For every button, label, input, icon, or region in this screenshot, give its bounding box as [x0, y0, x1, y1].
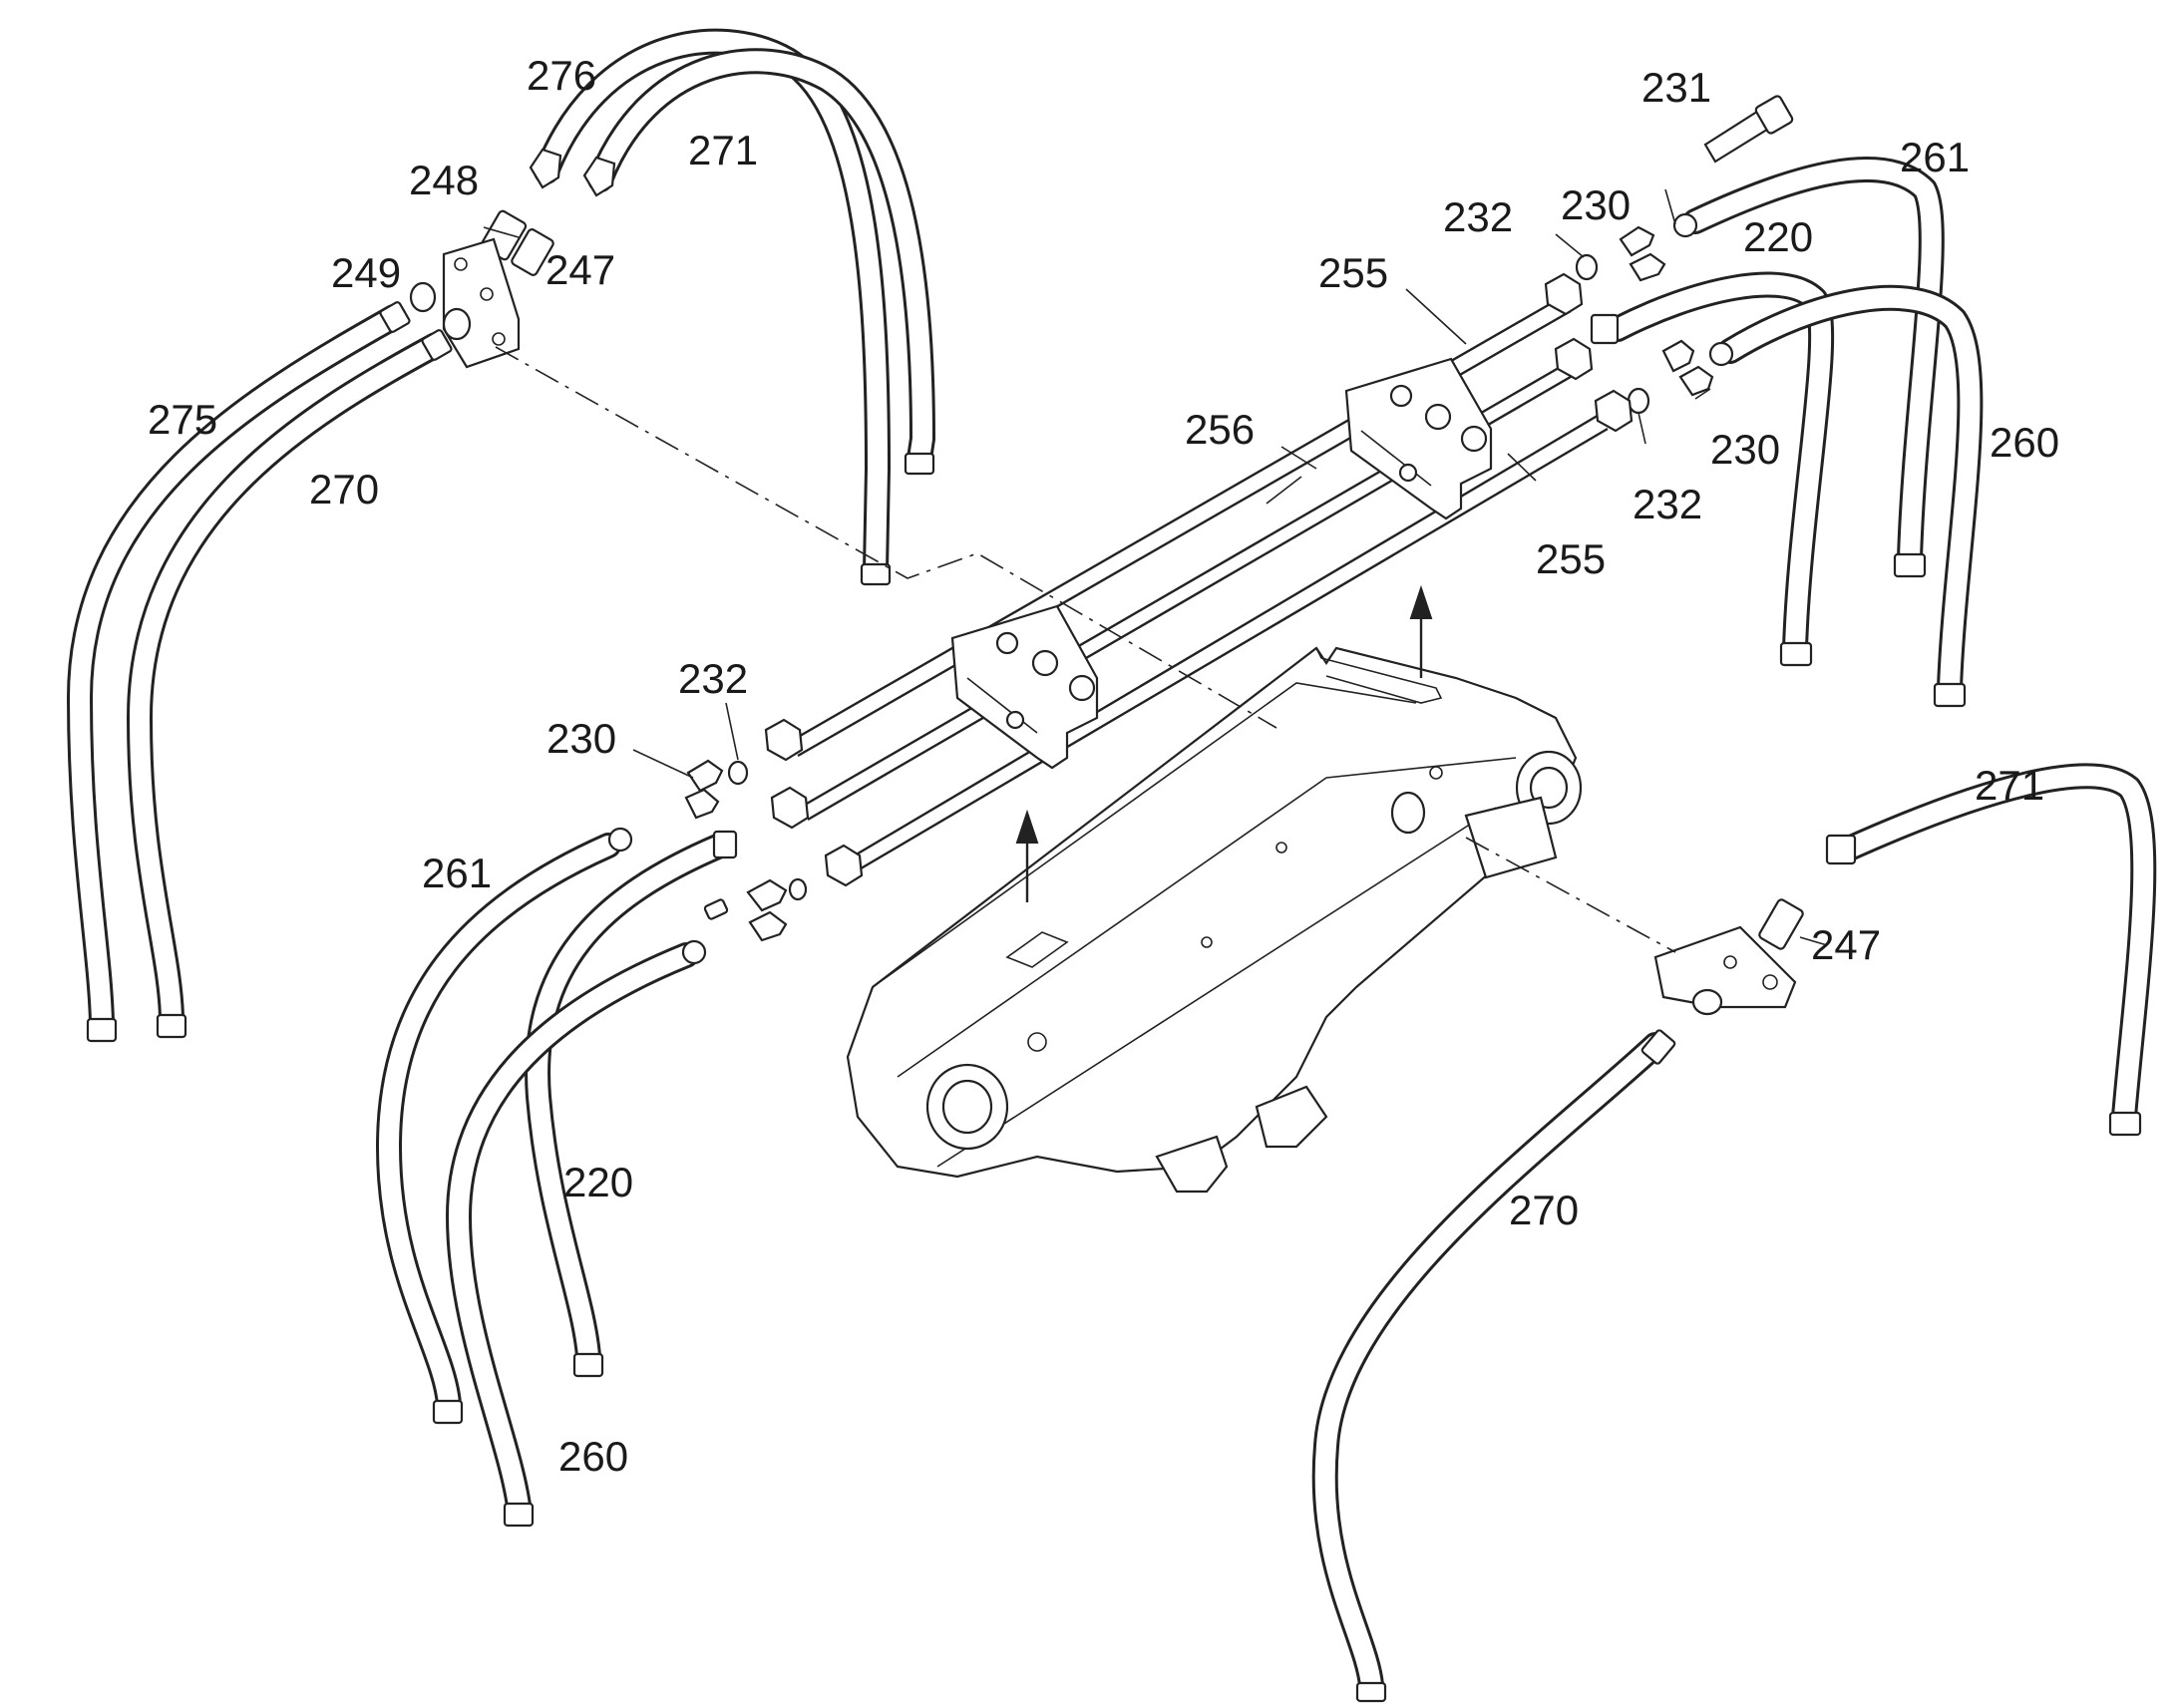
oring-232-top	[1575, 253, 1599, 281]
assembly-line-right	[1465, 837, 1676, 953]
callout-232-right: 232	[1633, 481, 1702, 527]
hose-276	[529, 28, 892, 586]
hose-270-bottom	[1311, 1029, 1676, 1703]
callout-232-left: 232	[678, 655, 748, 702]
callout-255-bottom: 255	[1536, 535, 1606, 582]
hose-271-right	[1825, 763, 2157, 1137]
hose-270-left	[127, 329, 453, 1039]
callout-261-right: 261	[1900, 134, 1970, 180]
leader-lines	[632, 188, 1828, 946]
manifold-block-top-left	[442, 237, 521, 369]
callout-275: 275	[148, 396, 217, 443]
callout-256: 256	[1185, 406, 1255, 453]
hose-271-top	[582, 48, 935, 476]
callout-230-right: 230	[1710, 426, 1780, 473]
clamp-230-right	[1661, 339, 1714, 397]
callout-271-right: 271	[1975, 762, 2044, 809]
fitting-247-right	[1758, 898, 1804, 950]
callout-220-right: 220	[1743, 213, 1813, 260]
pipe-assembly	[764, 272, 1634, 887]
hose-220-right	[1590, 271, 1835, 667]
callout-220-left: 220	[563, 1159, 633, 1205]
hose-261-right	[1672, 157, 1945, 578]
callout-247-top: 247	[545, 246, 615, 293]
oring-232-right	[1627, 387, 1650, 415]
washer-249	[409, 281, 437, 313]
callout-260-left: 260	[558, 1433, 628, 1480]
clamp-230-top	[1619, 225, 1666, 282]
callout-249: 249	[331, 249, 401, 296]
manifold-block-right	[1653, 925, 1797, 1016]
hose-260-left	[446, 939, 707, 1528]
callout-270-left: 270	[309, 466, 379, 512]
assembly-arrow-right	[1409, 584, 1433, 678]
callout-260-right: 260	[1990, 419, 2059, 466]
boom-arm	[846, 646, 1583, 1194]
callout-270-bottom: 270	[1509, 1187, 1579, 1233]
callout-232-top: 232	[1443, 193, 1513, 240]
hose-260-right	[1708, 284, 1984, 708]
callout-276: 276	[527, 52, 596, 99]
clamp-230-left	[684, 759, 724, 820]
callout-230-top: 230	[1561, 181, 1631, 228]
fitting-247-top	[511, 228, 554, 276]
callout-248: 248	[409, 157, 479, 203]
callout-230-left: 230	[546, 715, 616, 762]
assembly-line-top-left	[495, 346, 1277, 729]
screw-231	[1703, 95, 1794, 164]
callout-231: 231	[1641, 64, 1711, 111]
callout-255-top: 255	[1318, 249, 1388, 296]
hose-261-left	[376, 827, 633, 1425]
hose-275	[67, 301, 411, 1043]
assembly-arrow-left	[1015, 809, 1039, 902]
clamp-set-lower-left	[703, 877, 808, 942]
callout-261-left: 261	[422, 850, 492, 896]
hose-220-left	[525, 830, 738, 1378]
callout-247-right: 247	[1811, 921, 1881, 968]
oring-232-left	[727, 760, 749, 786]
callout-271-top: 271	[688, 127, 758, 173]
